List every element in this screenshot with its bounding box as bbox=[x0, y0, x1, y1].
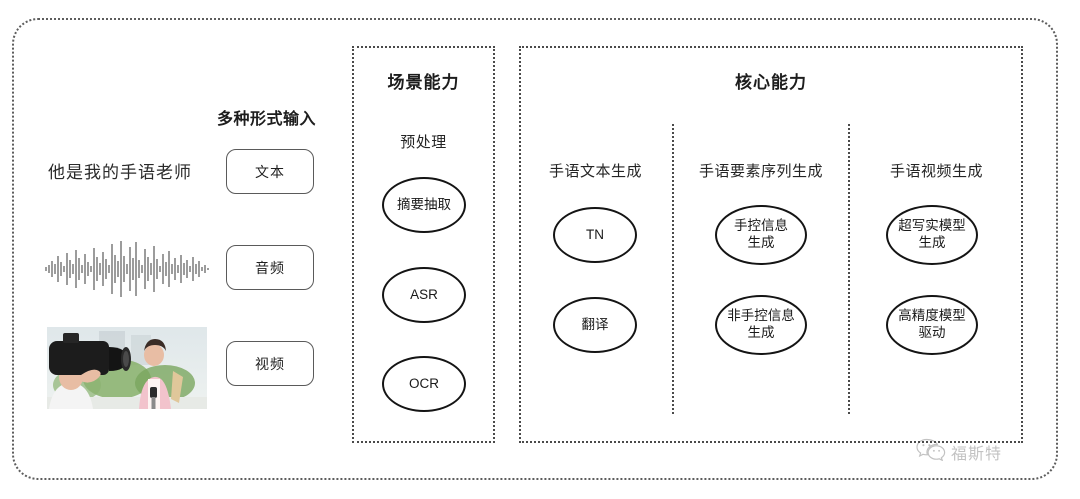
node-summary-extraction[interactable]: 摘要抽取 bbox=[382, 177, 466, 233]
node-high-precision-model-driving[interactable]: 高精度模型 驱动 bbox=[886, 295, 978, 355]
input-modality-audio-button[interactable]: 音频 bbox=[226, 245, 314, 290]
core-column-header-sign-video: 手语视频生成 bbox=[889, 163, 983, 180]
node-photorealistic-model-generation[interactable]: 超写实模型 生成 bbox=[886, 205, 978, 265]
node-non-manual-info-generation[interactable]: 非手控信息 生成 bbox=[715, 295, 807, 355]
sample-sentence-text: 他是我的手语老师 bbox=[48, 163, 192, 182]
core-capability-box bbox=[519, 46, 1023, 443]
wechat-logo-icon bbox=[916, 437, 946, 466]
core-column-separator-1 bbox=[672, 124, 674, 414]
scene-preprocess-header: 预处理 bbox=[400, 134, 447, 151]
scene-capability-box bbox=[352, 46, 495, 443]
audio-waveform-icon bbox=[44, 238, 212, 300]
watermark-text: 福斯特 bbox=[951, 445, 1003, 463]
node-ocr[interactable]: OCR bbox=[382, 356, 466, 412]
core-column-header-sign-text: 手语文本生成 bbox=[548, 163, 642, 180]
video-thumbnail-icon bbox=[47, 327, 207, 409]
watermark: 福斯特 bbox=[916, 437, 1002, 466]
input-modality-video-button[interactable]: 视频 bbox=[226, 341, 314, 386]
node-asr[interactable]: ASR bbox=[382, 267, 466, 323]
core-column-header-sign-elements: 手语要素序列生成 bbox=[698, 163, 823, 180]
scene-capability-title: 场景能力 bbox=[387, 73, 460, 92]
outer-frame bbox=[12, 18, 1058, 480]
node-manual-info-generation[interactable]: 手控信息 生成 bbox=[715, 205, 807, 265]
input-modality-text-button[interactable]: 文本 bbox=[226, 149, 314, 194]
core-column-separator-2 bbox=[848, 124, 850, 414]
node-tn[interactable]: TN bbox=[553, 207, 637, 263]
node-translation[interactable]: 翻译 bbox=[553, 297, 637, 353]
core-capability-title: 核心能力 bbox=[735, 73, 807, 92]
input-section-title: 多种形式输入 bbox=[217, 111, 317, 128]
